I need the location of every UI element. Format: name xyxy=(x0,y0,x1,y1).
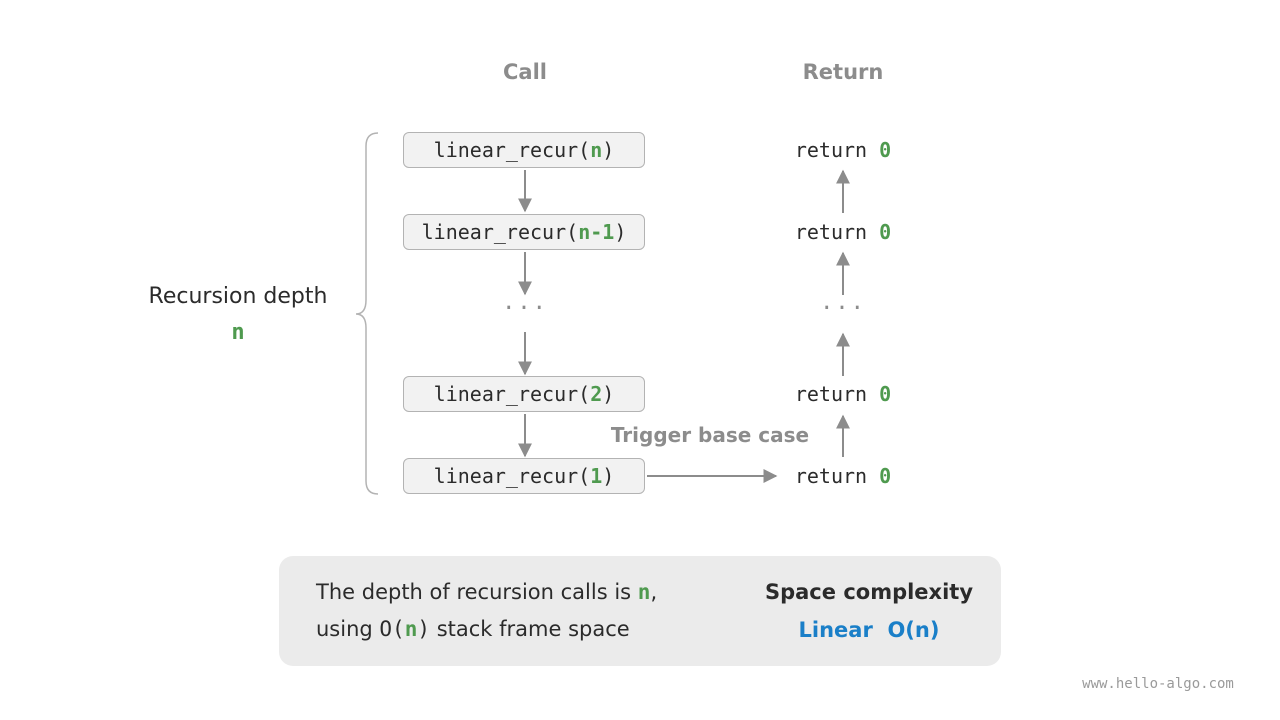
return-column-header: Return xyxy=(802,60,884,84)
return-value: return 0 xyxy=(794,138,892,162)
call-box-n-minus-1: linear_recur(n-1) xyxy=(403,214,645,250)
call-box-2: linear_recur(2) xyxy=(403,376,645,412)
call-box-n: linear_recur(n) xyxy=(403,132,645,168)
recursion-depth-brace xyxy=(355,132,379,495)
space-complexity-title: Space complexity xyxy=(764,580,974,604)
call-box-1: linear_recur(1) xyxy=(403,458,645,494)
recursion-depth-value: n xyxy=(231,320,245,345)
return-value: return 0 xyxy=(794,464,892,488)
summary-line-2: using O(n) stack frame space xyxy=(316,617,630,641)
summary-line-1: The depth of recursion calls is n, xyxy=(316,580,658,604)
space-complexity-value: Linear O(n) xyxy=(798,618,940,642)
watermark: www.hello-algo.com xyxy=(1082,676,1234,692)
trigger-base-case-label: Trigger base case xyxy=(610,423,810,447)
call-ellipsis: ··· xyxy=(502,296,548,321)
return-ellipsis: ··· xyxy=(820,296,866,321)
call-column-header: Call xyxy=(503,60,547,84)
return-value: return 0 xyxy=(794,220,892,244)
return-value: return 0 xyxy=(794,382,892,406)
summary-panel: The depth of recursion calls is n, using… xyxy=(279,556,1001,666)
recursion-depth-label: Recursion depth xyxy=(148,284,328,309)
